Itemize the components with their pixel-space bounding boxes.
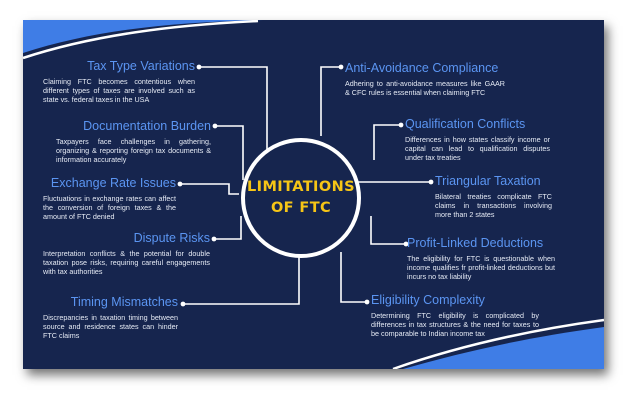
item-qualification-conflicts: Qualification Conflicts Differences in h…	[405, 117, 550, 163]
item-description: Determining FTC eligibility is complicat…	[371, 311, 539, 339]
item-description: Interpretation conflicts & the potential…	[43, 249, 210, 277]
item-description: Discrepancies in taxation timing between…	[43, 313, 178, 341]
item-description: Taxpayers face challenges in gathering, …	[56, 137, 211, 165]
item-description: Differences in how states classify incom…	[405, 135, 550, 163]
item-title: Documentation Burden	[83, 119, 211, 133]
item-tax-type-variations: Tax Type Variations Claiming FTC becomes…	[43, 59, 195, 105]
item-title: Timing Mismatches	[70, 295, 178, 309]
item-documentation-burden: Documentation Burden Taxpayers face chal…	[56, 119, 211, 165]
item-description: Adhering to anti-avoidance measures like…	[345, 79, 505, 98]
item-timing-mismatches: Timing Mismatches Discrepancies in taxat…	[43, 295, 178, 341]
item-eligibility-complexity: Eligibility Complexity Determining FTC e…	[371, 293, 539, 339]
item-exchange-rate-issues: Exchange Rate Issues Fluctuations in exc…	[43, 176, 176, 222]
item-title: Profit-Linked Deductions	[407, 236, 544, 250]
item-title: Eligibility Complexity	[371, 293, 485, 307]
item-description: Bilateral treaties complicate FTC claims…	[435, 192, 552, 220]
center-title-line2: OF FTC	[270, 200, 332, 216]
item-anti-avoidance-compliance: Anti-Avoidance Compliance Adhering to an…	[345, 61, 505, 97]
item-title: Tax Type Variations	[87, 59, 195, 73]
item-description: Claiming FTC becomes contentious when di…	[43, 77, 195, 105]
item-title: Exchange Rate Issues	[50, 176, 176, 190]
infographic-card: LIMITATIONS OF FTC Tax Type Variations C…	[23, 20, 604, 369]
item-title: Anti-Avoidance Compliance	[345, 61, 499, 75]
item-title: Qualification Conflicts	[405, 117, 526, 131]
item-triangular-taxation: Triangular Taxation Bilateral treaties c…	[435, 174, 552, 220]
item-description: The eligibility for FTC is questionable …	[407, 254, 555, 282]
center-title-line1: LIMITATIONS	[247, 179, 355, 195]
center-circle: LIMITATIONS OF FTC	[241, 138, 361, 258]
item-description: Fluctuations in exchange rates can affec…	[43, 194, 176, 222]
item-title: Dispute Risks	[133, 231, 210, 245]
item-profit-linked-deductions: Profit-Linked Deductions The eligibility…	[407, 236, 555, 282]
item-dispute-risks: Dispute Risks Interpretation conflicts &…	[43, 231, 210, 277]
item-title: Triangular Taxation	[435, 174, 541, 188]
